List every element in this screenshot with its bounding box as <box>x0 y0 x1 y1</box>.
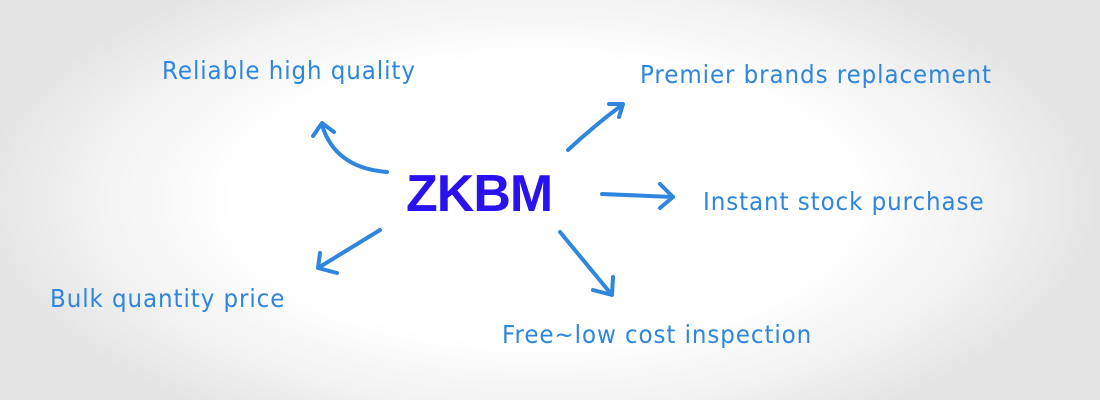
label-reliable-high-quality: Reliable high quality <box>162 56 416 85</box>
label-instant-stock-purchase: Instant stock purchase <box>703 187 985 216</box>
label-free-low-cost-inspection: Free~low cost inspection <box>502 320 813 349</box>
arrow-to-premier <box>566 102 625 152</box>
center-title: ZKBM <box>406 165 553 223</box>
label-premier-brands-replacement: Premier brands replacement <box>640 60 992 89</box>
arrow-to-bulk <box>316 228 382 275</box>
arrow-to-inspection <box>558 230 615 297</box>
arrow-to-reliable <box>311 121 389 174</box>
arrow-to-instant <box>600 182 675 210</box>
label-bulk-quantity-price: Bulk quantity price <box>50 284 286 313</box>
